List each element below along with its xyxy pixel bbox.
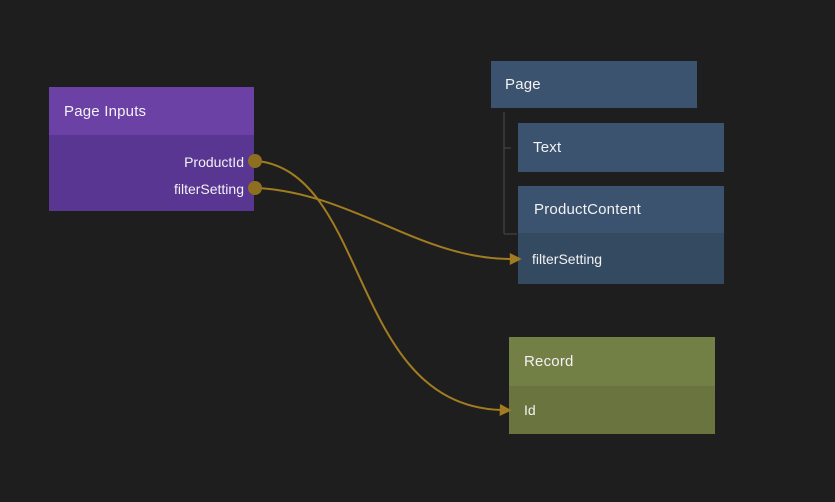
node-text-header[interactable]: Text bbox=[518, 123, 724, 172]
tree-connector-lines bbox=[503, 112, 517, 235]
input-row-id[interactable]: Id bbox=[509, 386, 715, 434]
node-text-title: Text bbox=[533, 139, 562, 156]
node-record-title: Record bbox=[524, 353, 574, 370]
binding-wires bbox=[248, 154, 522, 416]
output-label-filtersetting: filterSetting bbox=[173, 180, 244, 197]
node-record-header[interactable]: Record bbox=[509, 337, 715, 386]
node-record[interactable]: Record Id bbox=[509, 337, 715, 434]
input-row-filtersetting[interactable]: filterSetting bbox=[518, 233, 724, 284]
node-page-inputs[interactable]: Page Inputs ProductId filterSetting bbox=[49, 87, 254, 211]
output-row-filtersetting[interactable]: filterSetting bbox=[49, 175, 254, 202]
node-productcontent-title: ProductContent bbox=[534, 201, 642, 218]
node-page-inputs-title: Page Inputs bbox=[64, 102, 147, 120]
node-productcontent[interactable]: ProductContent filterSetting bbox=[518, 186, 724, 284]
output-row-productid[interactable]: ProductId bbox=[49, 148, 254, 175]
node-productcontent-header[interactable]: ProductContent bbox=[518, 186, 724, 233]
node-page-title: Page bbox=[505, 76, 541, 93]
input-label-filtersetting: filterSetting bbox=[532, 250, 603, 267]
node-page-inputs-header[interactable]: Page Inputs bbox=[49, 87, 254, 135]
node-text[interactable]: Text bbox=[518, 123, 724, 172]
input-label-id: Id bbox=[524, 402, 536, 418]
wire-productid-to-record-id[interactable] bbox=[257, 160, 512, 416]
node-page-inputs-body: ProductId filterSetting bbox=[49, 135, 254, 211]
wire-filtersetting-to-productcontent-filtersetting[interactable] bbox=[257, 187, 522, 265]
node-page[interactable]: Page bbox=[491, 61, 697, 108]
output-label-productid: ProductId bbox=[184, 153, 244, 170]
node-page-header[interactable]: Page bbox=[491, 61, 697, 108]
